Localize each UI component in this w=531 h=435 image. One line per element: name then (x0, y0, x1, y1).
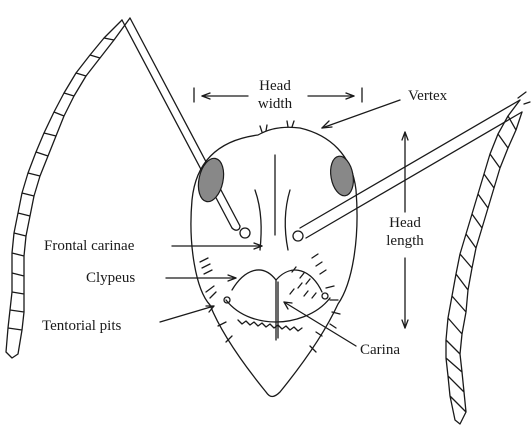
clypeus-label: Clypeus (86, 270, 135, 286)
tentorial-pit-right (322, 293, 328, 299)
frontal-carinae (255, 190, 290, 250)
right-antenna-socket (293, 231, 303, 241)
head-length-label-2: length (376, 233, 434, 249)
left-compound-eye (195, 156, 228, 204)
right-compound-eye (328, 154, 357, 197)
tentorial-pits-label: Tentorial pits (42, 318, 121, 334)
frontal-carinae-label: Frontal carinae (44, 238, 134, 254)
carina-label: Carina (360, 342, 400, 358)
left-antenna-scape (122, 18, 240, 228)
vertex-label: Vertex (408, 88, 447, 104)
tentorial-pits-leader (160, 306, 214, 322)
clypeal-carina (276, 280, 278, 340)
vertex-bristles (260, 121, 294, 132)
vertex-leader (322, 100, 400, 128)
head-width-label-1: Head (244, 78, 306, 94)
head-length-label-1: Head (376, 215, 434, 231)
right-antenna-funiculus (446, 100, 522, 424)
left-antenna-socket (240, 228, 250, 238)
left-antenna-funiculus (6, 18, 130, 358)
head-width-label-2: width (244, 96, 306, 112)
